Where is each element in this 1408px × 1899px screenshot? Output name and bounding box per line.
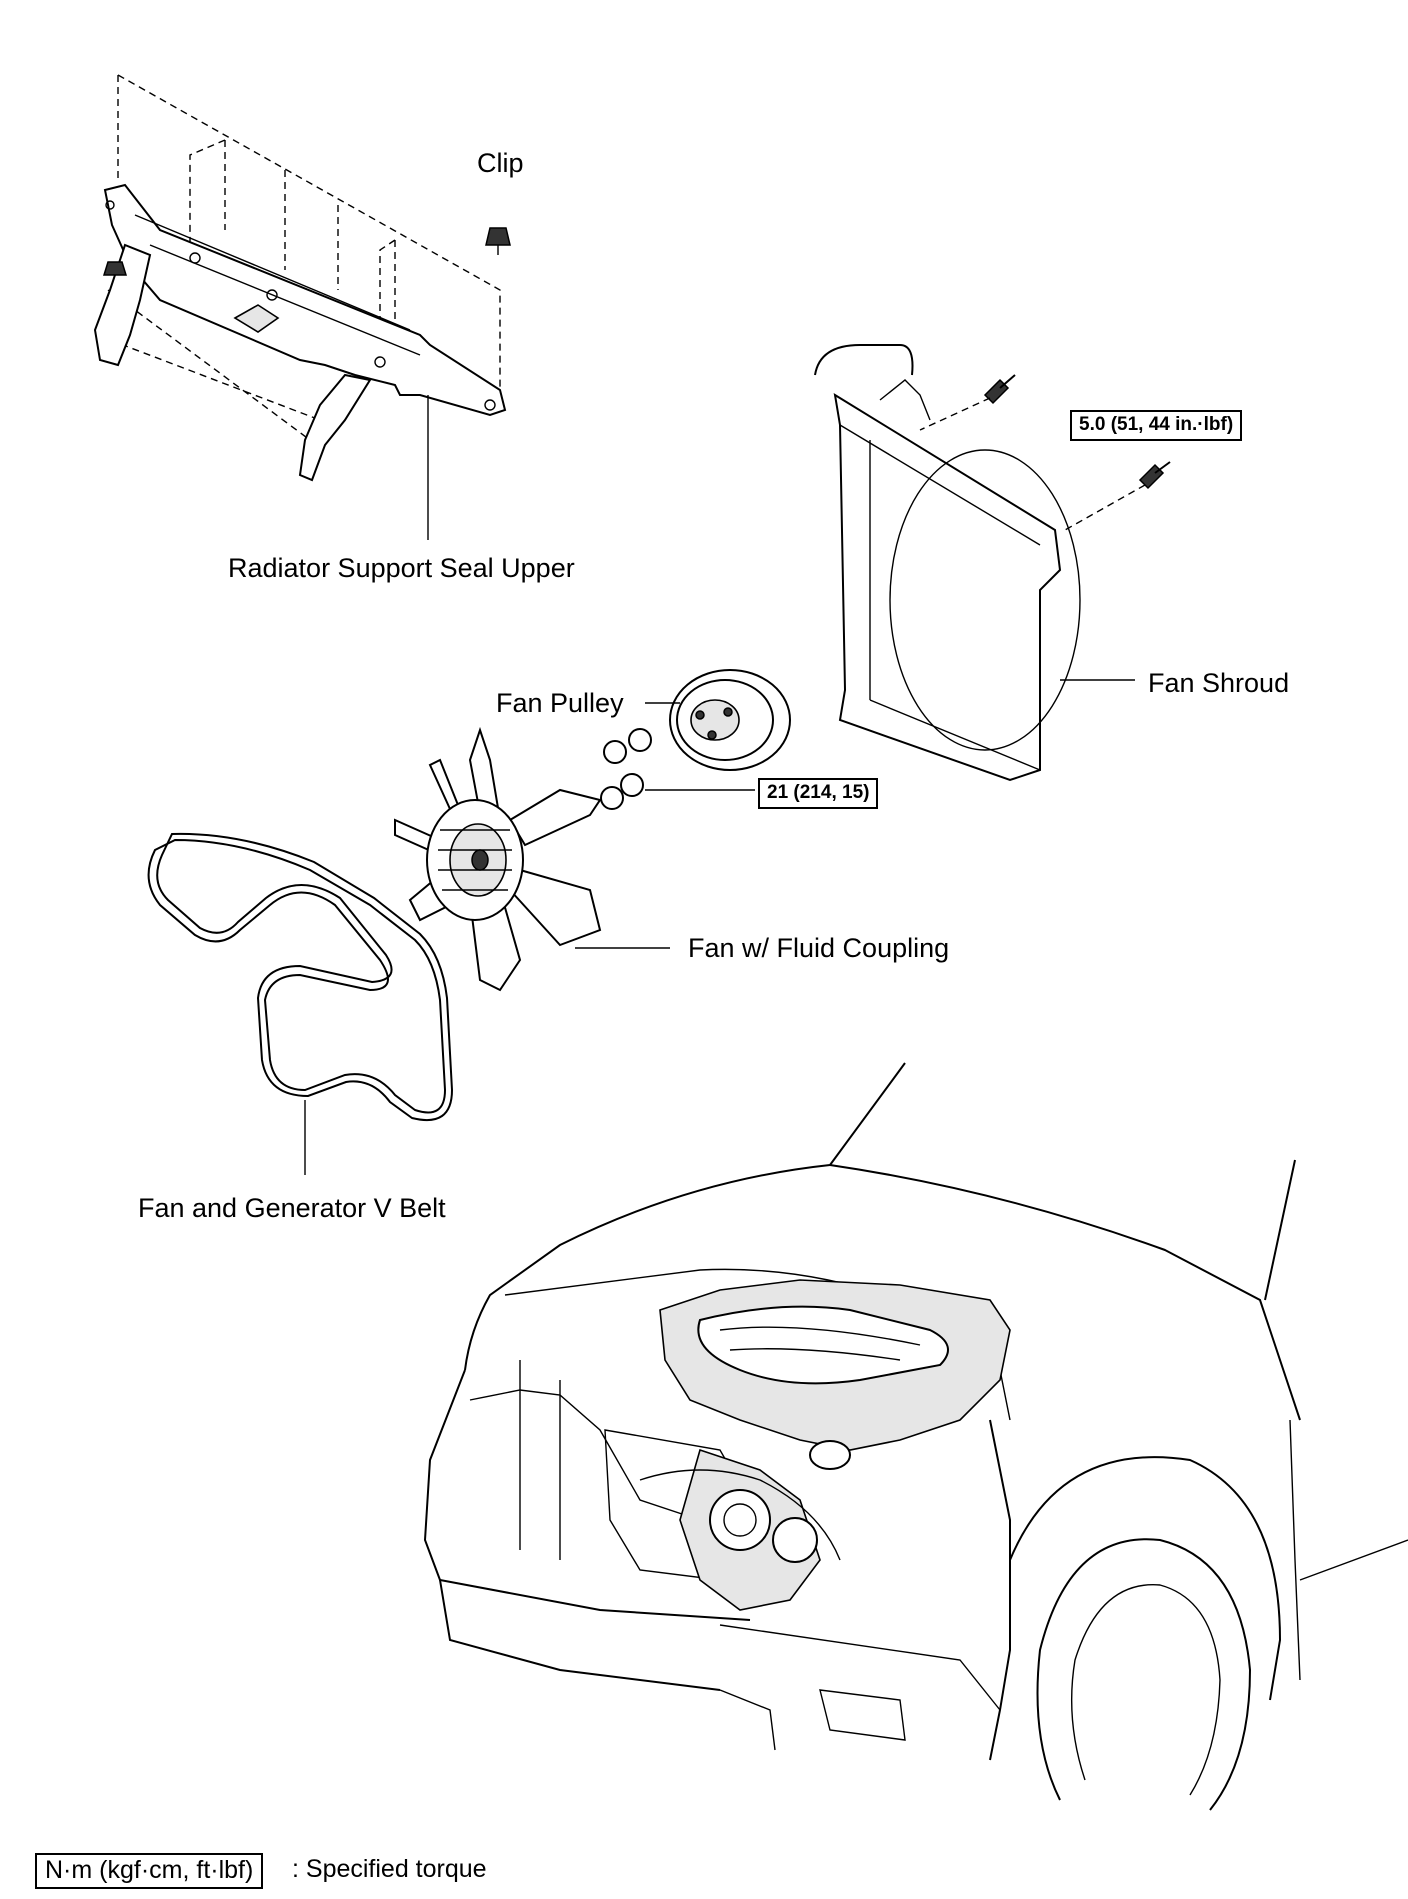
torque-shroud-bolt-box: 5.0 (51, 44 in.·lbf) <box>1070 410 1243 441</box>
fan-pulley-part <box>645 669 791 771</box>
fan-shroud-label: Fan Shroud <box>1148 668 1290 698</box>
fan-fluid-coupling-part <box>394 726 670 992</box>
fan-fluid-coupling-label: Fan w/ Fluid Coupling <box>688 933 950 963</box>
pulley-nuts-icon <box>600 728 755 810</box>
fan-generator-v-belt-part <box>147 832 454 1175</box>
fan-shroud-part <box>814 344 1171 782</box>
legend-torque-unit-box: N·m (kgf·cm, ft·lbf) <box>35 1853 264 1889</box>
radiator-support-seal-upper-label: Radiator Support Seal Upper <box>228 553 575 583</box>
clip-label: Clip <box>477 148 524 178</box>
torque-pulley-nut-box: 21 (214, 15) <box>758 778 879 809</box>
shroud-bolt-icon <box>1064 461 1171 531</box>
fan-generator-v-belt-label: Fan and Generator V Belt <box>138 1193 446 1223</box>
legend-torque-text: : Specified torque <box>292 1855 487 1883</box>
shroud-bolt-icon <box>919 374 1016 431</box>
vehicle-front-illustration <box>423 1062 1408 1811</box>
radiator-support-seal-upper-part <box>93 74 511 540</box>
fan-pulley-label: Fan Pulley <box>496 688 624 718</box>
